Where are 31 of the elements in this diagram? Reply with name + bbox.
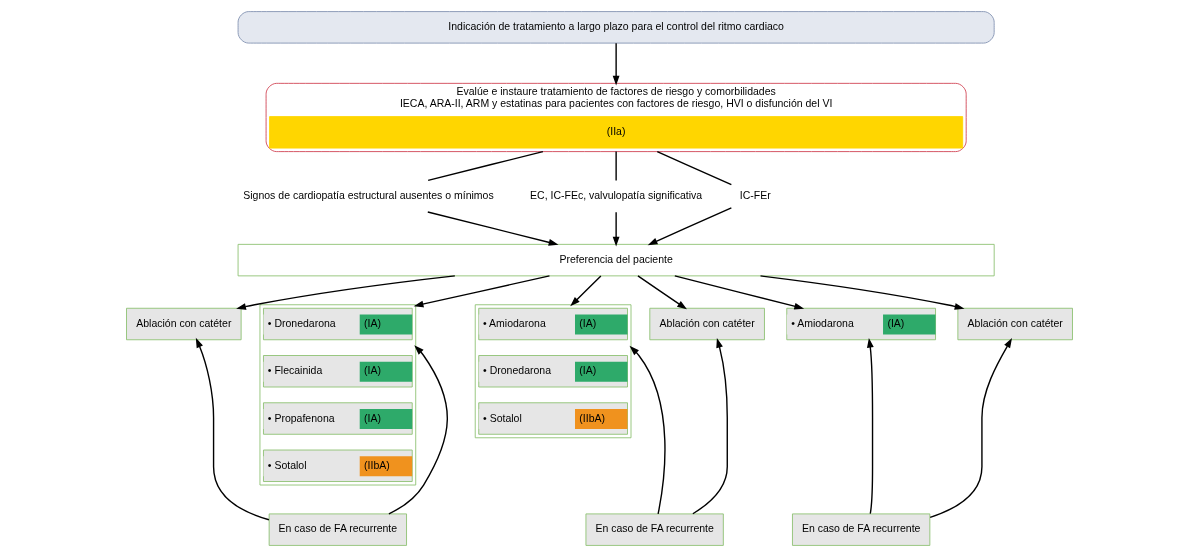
- node-box: Preferencia del paciente: [237, 243, 995, 277]
- connector: [656, 150, 732, 186]
- arrow: [866, 337, 874, 515]
- arrow: [413, 275, 550, 308]
- connector: [426, 150, 544, 182]
- arrow: [612, 211, 620, 247]
- node-box: En caso de FA recurrente: [585, 513, 724, 546]
- arrow: [928, 338, 1012, 519]
- arrow: [673, 275, 804, 310]
- arrow: [691, 337, 728, 515]
- connector: [614, 150, 617, 182]
- arrow: [636, 275, 687, 310]
- node-text: Signos de cardiopatía estructural ausentes o mínimos: [242, 188, 494, 201]
- node-box: Ablación con catéter: [956, 307, 1073, 341]
- arrow: [759, 275, 964, 310]
- node-box: Ablación con catéter: [648, 307, 765, 341]
- arrow: [426, 211, 558, 246]
- node-text: EC, IC-FEc, valvulopatía significativa: [529, 188, 702, 201]
- arrow: [612, 42, 620, 86]
- node-box: Ablación con catéter: [125, 307, 242, 341]
- arrow: [235, 275, 456, 310]
- arrow: [569, 275, 602, 307]
- node-box: Indicación de tratamiento a largo plazo para el control del ritmo cardiaco: [237, 11, 995, 44]
- arrow: [628, 345, 666, 515]
- arrow: [387, 345, 448, 515]
- node-box: En caso de FA recurrente: [268, 513, 407, 546]
- node-box: En caso de FA recurrente: [791, 513, 930, 546]
- node-box: (IIa): [268, 116, 963, 149]
- arrow: [647, 207, 732, 246]
- arrow: [195, 337, 270, 521]
- node-text: IC-FEr: [739, 188, 771, 201]
